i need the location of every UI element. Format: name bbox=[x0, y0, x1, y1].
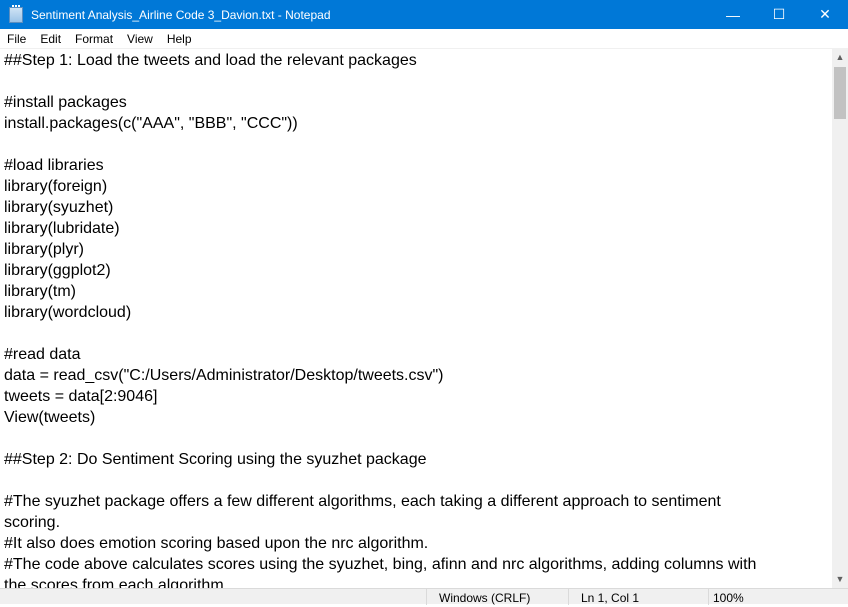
scroll-thumb[interactable] bbox=[834, 67, 846, 119]
text-line bbox=[4, 470, 832, 491]
status-bar: Windows (CRLF) Ln 1, Col 1 100% bbox=[0, 588, 848, 605]
text-line: tweets = data[2:9046] bbox=[4, 388, 158, 405]
line-ending: Windows (CRLF) bbox=[426, 589, 568, 605]
maximize-button[interactable]: ☐ bbox=[772, 6, 786, 22]
text-line: #read data bbox=[4, 346, 81, 363]
text-line: library(foreign) bbox=[4, 178, 108, 195]
text-line: install.packages(c("AAA", "BBB", "CCC")) bbox=[4, 115, 298, 132]
text-line bbox=[4, 428, 832, 449]
text-line: #The syuzhet package offers a few differ… bbox=[4, 493, 721, 510]
text-line: #install packages bbox=[4, 94, 127, 111]
vertical-scrollbar[interactable]: ▲ ▼ bbox=[832, 49, 848, 588]
text-line: #load libraries bbox=[4, 157, 104, 174]
minimize-button[interactable]: — bbox=[726, 6, 740, 23]
text-line: View(tweets) bbox=[4, 409, 96, 426]
cursor-position: Ln 1, Col 1 bbox=[568, 589, 708, 605]
menu-view[interactable]: View bbox=[127, 31, 153, 46]
text-line bbox=[4, 71, 832, 92]
text-line: ##Step 2: Do Sentiment Scoring using the… bbox=[4, 451, 427, 468]
close-button[interactable]: ✕ bbox=[819, 6, 831, 22]
text-line: library(tm) bbox=[4, 283, 76, 300]
text-line: library(lubridate) bbox=[4, 220, 120, 237]
scroll-up-icon[interactable]: ▲ bbox=[835, 52, 845, 62]
text-line: scoring. bbox=[4, 514, 61, 531]
text-line: the scores from each algorithm. bbox=[4, 577, 229, 588]
text-line: library(syuzhet) bbox=[4, 199, 114, 216]
text-line: data = read_csv("C:/Users/Administrator/… bbox=[4, 367, 444, 384]
text-line: #The code above calculates scores using … bbox=[4, 556, 757, 573]
menu-bar: File Edit Format View Help bbox=[0, 29, 848, 49]
menu-edit[interactable]: Edit bbox=[40, 31, 62, 46]
text-line: library(wordcloud) bbox=[4, 304, 132, 321]
zoom-level: 100% bbox=[708, 589, 848, 605]
text-line bbox=[4, 323, 832, 344]
menu-file[interactable]: File bbox=[7, 31, 27, 46]
scroll-down-icon[interactable]: ▼ bbox=[835, 574, 845, 584]
text-line: ##Step 1: Load the tweets and load the r… bbox=[4, 52, 417, 69]
title-bar: Sentiment Analysis_Airline Code 3_Davion… bbox=[0, 0, 848, 29]
menu-help[interactable]: Help bbox=[166, 31, 192, 46]
notepad-icon bbox=[9, 4, 23, 23]
menu-format[interactable]: Format bbox=[75, 31, 114, 46]
text-line: library(plyr) bbox=[4, 241, 84, 258]
text-line: #It also does emotion scoring based upon… bbox=[4, 535, 429, 552]
text-editor[interactable]: ##Step 1: Load the tweets and load the r… bbox=[0, 49, 832, 588]
text-line: library(ggplot2) bbox=[4, 262, 111, 279]
text-line bbox=[4, 134, 832, 155]
window-title: Sentiment Analysis_Airline Code 3_Davion… bbox=[31, 7, 331, 22]
